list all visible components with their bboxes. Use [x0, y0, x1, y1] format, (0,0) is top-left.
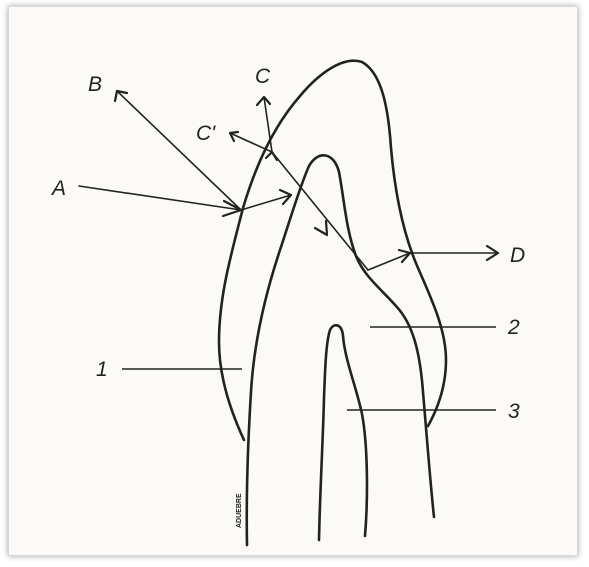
artist-signature: ADUEBRE — [236, 493, 243, 528]
enamel-outer-outline — [219, 61, 446, 440]
label-a: A — [50, 177, 66, 200]
label-c-prime: C' — [196, 122, 216, 145]
label-2: 2 — [507, 316, 520, 339]
ray-a-incident — [79, 186, 241, 210]
ray-internal-transmitted — [272, 152, 368, 270]
ray-c-prime-exit — [230, 133, 272, 152]
arrowhead-internal-mid — [315, 221, 327, 235]
ray-b-reflected — [117, 91, 241, 210]
pulp-canal-outline — [319, 325, 367, 540]
label-1: 1 — [96, 358, 108, 381]
label-3: 3 — [508, 400, 520, 423]
label-c: C — [255, 65, 271, 88]
label-d: D — [510, 244, 525, 267]
arrowhead-c-junction — [266, 152, 277, 160]
arrowhead-c — [257, 97, 270, 105]
dentine-outline — [247, 155, 434, 545]
label-b: B — [88, 73, 102, 96]
